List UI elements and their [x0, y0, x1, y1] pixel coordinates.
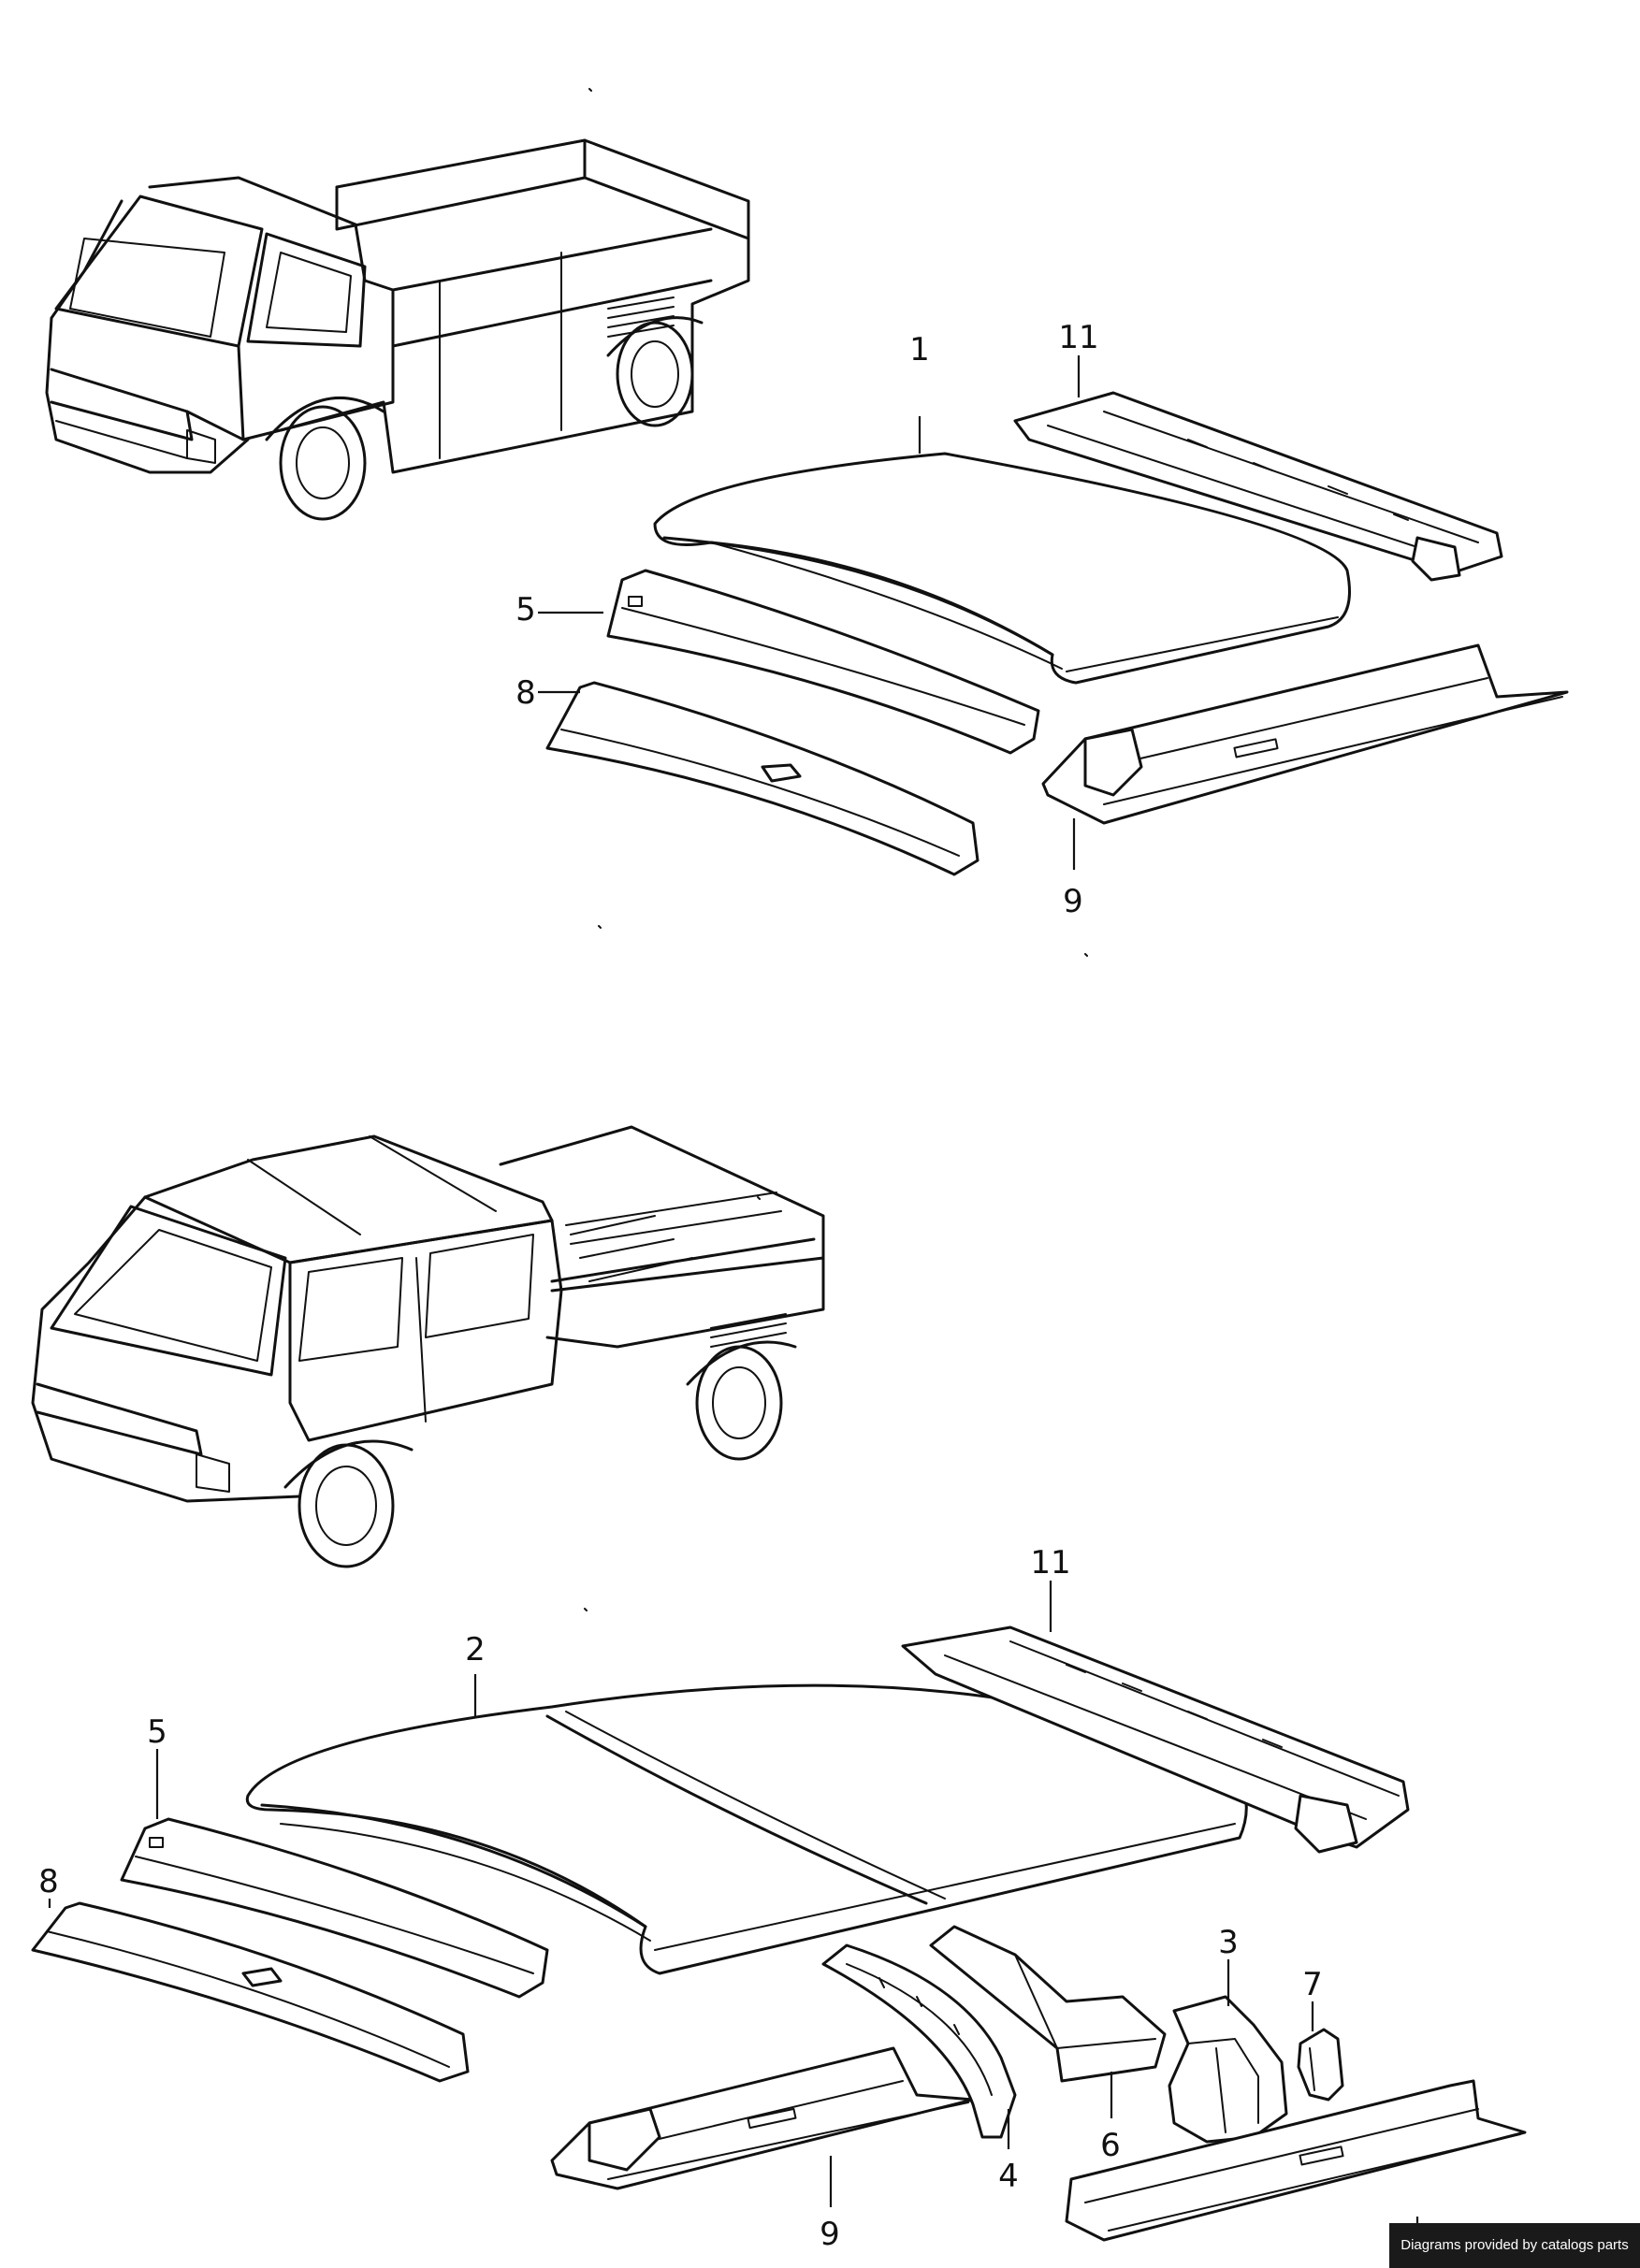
part-11-rear-roof-frame: [1013, 391, 1503, 582]
part-11-rear-roof-frame-double-cab: [901, 1625, 1410, 1854]
double-cab-pickup-illustration: [31, 1125, 825, 1568]
part-5-front-roof-frame-double-cab: [120, 1817, 549, 1999]
leader-lines: [48, 355, 1419, 2237]
lower-right-side-roof-rail: [1065, 2079, 1527, 2242]
part-6-roof-reinforcement: [929, 1925, 1167, 2083]
callout-8-bottom: 8: [38, 1863, 59, 1900]
part-2-roof-panel: [245, 1683, 1248, 1975]
callout-8-top: 8: [515, 674, 536, 712]
callout-3: 3: [1218, 1924, 1239, 1961]
part-9-side-roof-rail: [1041, 643, 1569, 825]
callout-11-bottom: 11: [1030, 1544, 1070, 1582]
callout-9-bottom: 9: [820, 2216, 840, 2253]
callout-labels: 1 11 5 8 9 2 11 5 8 3 7 6 4 9: [38, 319, 1323, 2253]
part-7-cover-plug: [1297, 2028, 1344, 2102]
callout-5-bottom: 5: [147, 1713, 167, 1751]
callout-1: 1: [909, 331, 930, 368]
part-8-front-inner-frame-double-cab: [31, 1901, 470, 2083]
part-5-front-roof-frame: [606, 569, 1040, 755]
part-9-side-roof-rail-double-cab: [550, 2046, 975, 2190]
part-1-roof-panel: [653, 452, 1351, 685]
part-8-front-inner-frame: [545, 681, 980, 876]
part-4-roof-cross-member: [821, 1943, 1017, 2139]
single-cab-pickup-illustration: [45, 138, 750, 521]
callout-9-top: 9: [1063, 883, 1083, 920]
credit-banner: Diagrams provided by catalogs parts: [1389, 2223, 1640, 2268]
callout-2: 2: [465, 1631, 486, 1668]
callout-5-top: 5: [515, 591, 536, 628]
callout-4: 4: [998, 2158, 1019, 2195]
callout-6: 6: [1100, 2127, 1121, 2164]
callout-11-top: 11: [1058, 319, 1098, 356]
callout-7: 7: [1302, 1966, 1323, 2003]
part-3-mounting-bracket: [1168, 1995, 1288, 2144]
